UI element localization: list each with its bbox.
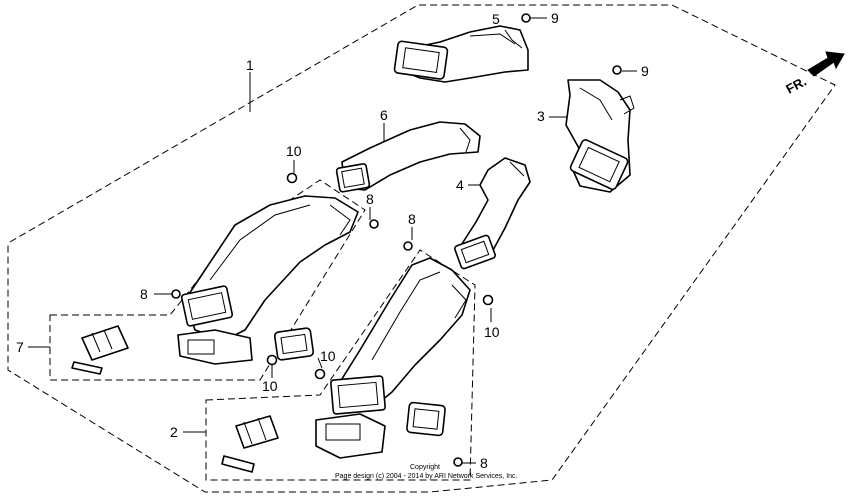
duct-part-6 <box>335 121 481 193</box>
callout-6: 6 <box>380 107 388 123</box>
fasteners <box>171 13 622 467</box>
assembly-boundary <box>7 4 836 493</box>
callout-10-a: 10 <box>286 143 302 159</box>
copyright-line-2: Page design (c) 2004 - 2014 by ARI Netwo… <box>335 473 518 480</box>
copyright-notice: Copyright Page design (c) 2004 - 2014 by… <box>335 464 518 480</box>
clip-kit-2 <box>221 415 279 473</box>
direction-label: FR. <box>783 74 809 97</box>
duct-part-4 <box>454 157 531 270</box>
callout-8-b: 8 <box>408 211 416 227</box>
clip-kit-7 <box>71 325 129 375</box>
duct-left-assembly <box>177 195 359 365</box>
duct-part-5 <box>393 25 529 83</box>
duct-right-assembly <box>315 257 471 459</box>
copyright-line-1: Copyright <box>410 464 440 471</box>
callout-8-d: 8 <box>480 455 488 471</box>
front-direction-arrow: FR. <box>783 51 845 97</box>
callout-10-c: 10 <box>262 378 278 394</box>
callout-7: 7 <box>16 339 24 355</box>
callout-8-c: 8 <box>140 286 148 302</box>
callout-2: 2 <box>170 424 178 440</box>
callout-4: 4 <box>456 177 464 193</box>
callout-3: 3 <box>537 108 545 124</box>
callout-9-a: 9 <box>551 10 559 26</box>
callout-9-b: 9 <box>641 63 649 79</box>
duct-part-3 <box>565 79 635 193</box>
callout-1: 1 <box>246 57 254 73</box>
callout-labels: 1 2 3 4 5 6 7 8 8 8 8 9 9 10 10 10 10 <box>16 10 649 471</box>
callout-8-a: 8 <box>366 191 374 207</box>
callout-10-b: 10 <box>484 324 500 340</box>
callout-10-d: 10 <box>320 348 336 364</box>
callout-5: 5 <box>492 11 500 27</box>
